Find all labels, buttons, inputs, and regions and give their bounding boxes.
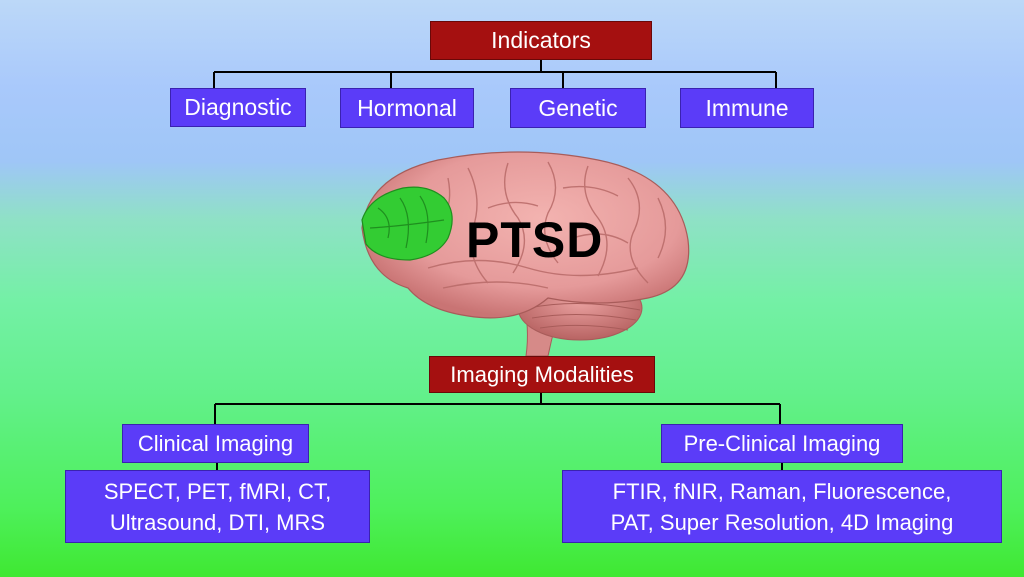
indicator-hormonal: Hormonal: [340, 88, 474, 128]
ptsd-label: PTSD: [466, 212, 604, 268]
clinical-imaging-list: SPECT, PET, fMRI, CT, Ultrasound, DTI, M…: [65, 470, 370, 543]
indicator-genetic: Genetic: [510, 88, 646, 128]
preclinical-line-1: FTIR, fNIR, Raman, Fluorescence,: [612, 478, 952, 504]
indicators-title: Indicators: [430, 21, 652, 60]
clinical-imaging-title: Clinical Imaging: [122, 424, 309, 463]
indicator-immune: Immune: [680, 88, 814, 128]
brain-illustration: [348, 148, 696, 358]
clinical-line-2: Ultrasound, DTI, MRS: [109, 509, 326, 535]
indicator-diagnostic: Diagnostic: [170, 88, 306, 127]
preclinical-line-2: PAT, Super Resolution, 4D Imaging: [610, 509, 954, 535]
preclinical-imaging-title: Pre-Clinical Imaging: [661, 424, 903, 463]
imaging-modalities-title: Imaging Modalities: [429, 356, 655, 393]
clinical-line-1: SPECT, PET, fMRI, CT,: [103, 478, 332, 504]
preclinical-imaging-list: FTIR, fNIR, Raman, Fluorescence, PAT, Su…: [562, 470, 1002, 543]
brain-icon: [361, 151, 690, 357]
